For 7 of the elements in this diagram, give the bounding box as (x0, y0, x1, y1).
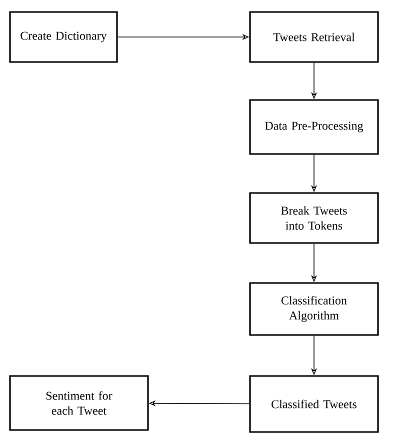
process-box: Break Tweets into Tokens (249, 192, 379, 244)
process-box: Sentiment for each Tweet (9, 375, 149, 431)
process-box: Create Dictionary (9, 11, 118, 63)
process-box: Data Pre-Processing (249, 99, 379, 155)
process-box: Tweets Retrieval (249, 11, 379, 63)
process-box: Classification Algorithm (249, 282, 379, 336)
process-box: Classified Tweets (249, 375, 379, 433)
